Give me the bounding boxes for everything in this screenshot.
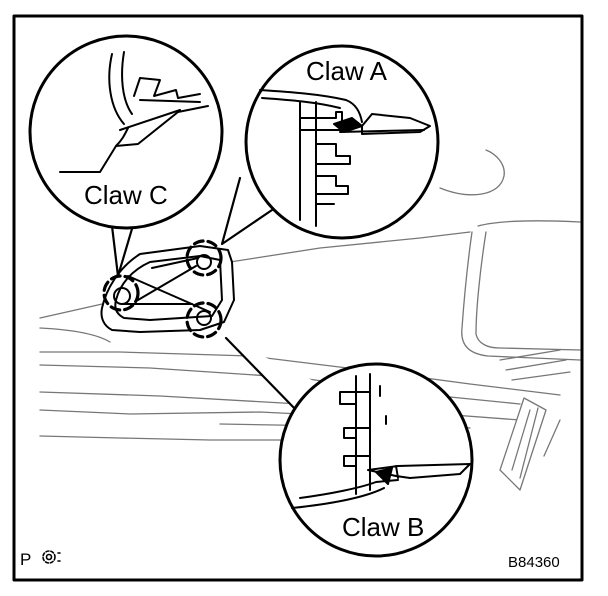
claw-c-marker: [102, 274, 140, 312]
callout-leaders: [110, 176, 322, 414]
vent-outlet-icon: [42, 550, 61, 564]
claw-c-label: Claw C: [84, 180, 168, 210]
claw-location-markers: [102, 239, 223, 339]
dashboard-panel: [39, 149, 581, 491]
duct-bracket: [100, 245, 235, 333]
claw-b-marker: [185, 301, 223, 339]
corner-mark: P: [20, 550, 32, 569]
claw-a-label: Claw A: [306, 56, 387, 86]
claw-a-marker: [185, 239, 223, 277]
figure-code: B84360: [508, 554, 560, 571]
claw-b-callout: [278, 362, 474, 558]
figure-border: [12, 14, 584, 582]
claw-c-callout: [28, 34, 224, 230]
claw-b-label: Claw B: [342, 512, 425, 542]
claw-a-callout: [244, 44, 440, 240]
